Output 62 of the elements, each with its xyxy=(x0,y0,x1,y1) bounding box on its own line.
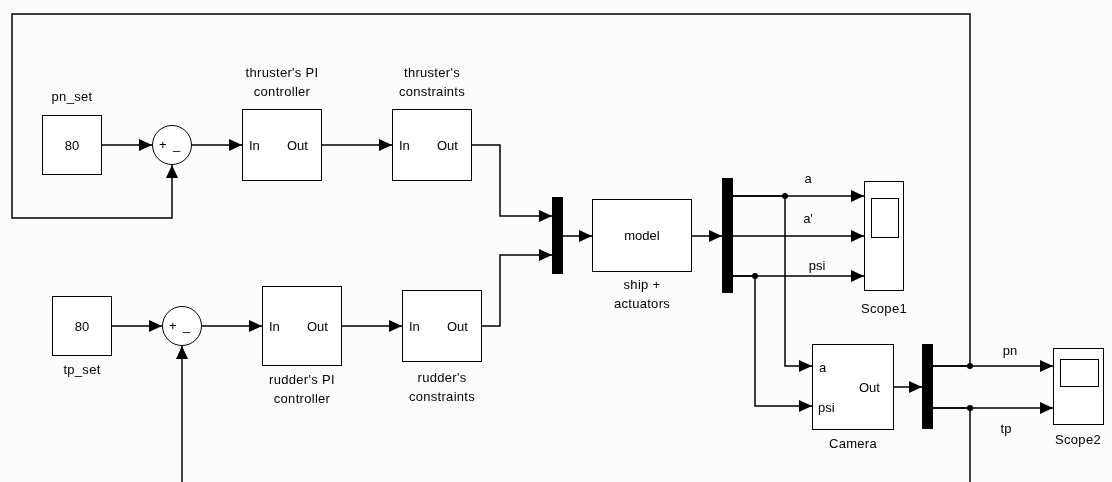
block-label: model xyxy=(624,229,660,242)
block-caption: Camera xyxy=(827,435,878,453)
camera-block xyxy=(812,344,894,430)
signal-arrow xyxy=(111,320,163,332)
block-caption: rudder's constraints xyxy=(407,369,477,406)
mux-bar xyxy=(552,197,563,274)
signal-arrow xyxy=(732,275,813,412)
port-label: Out xyxy=(447,320,468,333)
block-caption: ship + actuators xyxy=(612,276,672,313)
mux-bar xyxy=(922,344,933,429)
block-caption: thruster's PI controller xyxy=(244,64,320,101)
constant-block xyxy=(52,296,112,356)
subsystem-block xyxy=(262,286,342,366)
signal-arrow xyxy=(481,249,553,327)
subsystem-block xyxy=(392,109,472,181)
model-block xyxy=(592,199,692,272)
signal-arrow xyxy=(732,230,865,242)
port-label: In xyxy=(249,139,260,152)
signal-arrow xyxy=(101,139,153,151)
scope-block xyxy=(1053,348,1104,425)
sign-label: _ xyxy=(183,319,191,332)
scope-block xyxy=(864,181,904,291)
signal-arrow xyxy=(341,320,403,332)
signal-arrow xyxy=(893,381,923,393)
constant-block xyxy=(42,115,102,175)
signal-label: psi xyxy=(808,258,826,272)
sign-label: + xyxy=(169,319,177,332)
subsystem-block xyxy=(242,109,322,181)
block-caption: rudder's PI controller xyxy=(268,371,336,408)
signal-arrow xyxy=(732,195,813,372)
block-value: 80 xyxy=(64,138,80,152)
block-caption: Scope1 xyxy=(860,300,908,318)
signal-arrow xyxy=(471,144,553,222)
port-label: Out xyxy=(287,139,308,152)
signal-arrow xyxy=(176,345,188,482)
port-label: a xyxy=(819,361,827,374)
signal-arrow xyxy=(562,230,593,242)
port-label: Out xyxy=(859,381,880,394)
signal-label: a' xyxy=(803,211,813,225)
subsystem-block xyxy=(402,290,482,362)
sign-label: _ xyxy=(173,138,181,151)
signal-arrow xyxy=(321,139,393,151)
port-label: psi xyxy=(818,401,835,414)
port-label: Out xyxy=(437,139,458,152)
port-label: In xyxy=(409,320,420,333)
block-value: 80 xyxy=(74,319,90,333)
block-caption: Scope2 xyxy=(1054,431,1102,449)
block-caption: thruster's constraints xyxy=(397,64,467,101)
block-caption: tp_set xyxy=(62,361,102,379)
demux-bar xyxy=(722,178,733,293)
block-caption: pn_set xyxy=(50,88,94,106)
signal-arrow xyxy=(191,139,243,151)
port-label: In xyxy=(399,139,410,152)
port-label: In xyxy=(269,320,280,333)
signal-label: tp xyxy=(1000,421,1012,435)
port-label: Out xyxy=(307,320,328,333)
signal-arrow xyxy=(691,230,723,242)
signal-arrow xyxy=(11,13,971,367)
sign-label: + xyxy=(159,138,167,151)
sum-circle xyxy=(162,306,202,346)
signal-arrow xyxy=(201,320,263,332)
sum-circle xyxy=(152,125,192,165)
